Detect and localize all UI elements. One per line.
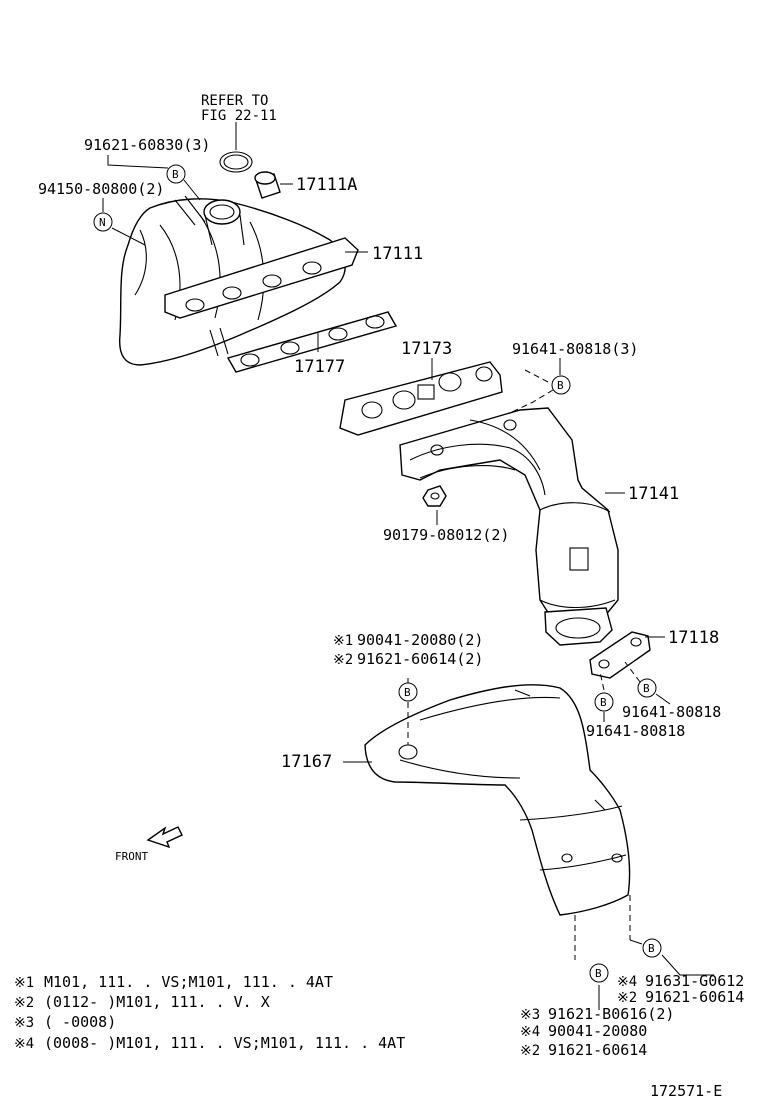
label-94150-80800: 94150-80800(2) bbox=[38, 180, 164, 198]
note-2-mark: ※2 bbox=[14, 995, 34, 1011]
gasket-17173 bbox=[339, 361, 503, 436]
mark-3-a: ※3 bbox=[520, 1007, 540, 1023]
label-17118: 17118 bbox=[668, 628, 719, 648]
label-91641-80818-a: 91641-80818 bbox=[622, 703, 721, 721]
svg-text:N: N bbox=[99, 216, 106, 229]
label-91621-60830: 91621-60830(3) bbox=[84, 136, 210, 154]
mark-4-a: ※4 bbox=[617, 974, 637, 990]
label-91621-60614-r2: 91621-60614 bbox=[548, 1041, 647, 1059]
svg-text:B: B bbox=[172, 168, 179, 181]
front-label: FRONT bbox=[115, 850, 148, 863]
circle-mark-b-6: B bbox=[642, 938, 662, 958]
label-90041-20080-2: 90041-20080(2) bbox=[357, 631, 483, 649]
svg-text:B: B bbox=[404, 686, 411, 699]
heat-insulator-17167 bbox=[364, 684, 631, 916]
manifold-converter-17141 bbox=[399, 407, 619, 646]
label-17173: 17173 bbox=[401, 339, 452, 359]
svg-text:B: B bbox=[643, 682, 650, 695]
mark-1-a: ※1 bbox=[333, 633, 353, 649]
gasket-ring bbox=[219, 151, 253, 173]
sleeve-17111A bbox=[254, 171, 281, 199]
svg-text:B: B bbox=[600, 696, 607, 709]
front-arrow-icon bbox=[146, 826, 183, 849]
circle-mark-b-3: B bbox=[398, 682, 418, 702]
refer-line-2: FIG 22-11 bbox=[201, 108, 277, 124]
label-17167: 17167 bbox=[281, 752, 332, 772]
circle-mark-b-2: B bbox=[551, 375, 571, 395]
label-91621-60614-r1: 91621-60614 bbox=[645, 988, 744, 1006]
label-17141: 17141 bbox=[628, 484, 679, 504]
mark-2-c: ※2 bbox=[520, 1043, 540, 1059]
label-91641-80818-b: 91641-80818 bbox=[586, 722, 685, 740]
figure-id: 172571-E bbox=[650, 1082, 722, 1100]
label-17177: 17177 bbox=[294, 357, 345, 377]
note-4-mark: ※4 bbox=[14, 1036, 34, 1052]
mark-2-a: ※2 bbox=[333, 652, 353, 668]
label-17111: 17111 bbox=[372, 244, 423, 264]
label-91641-80818-3: 91641-80818(3) bbox=[512, 340, 638, 358]
footnotes: ※1 M101, 111. . VS;M101, 111. . 4AT ※2 (… bbox=[14, 973, 405, 1052]
circle-mark-n: N bbox=[93, 212, 113, 232]
note-3-text: ( -0008) bbox=[44, 1013, 116, 1031]
circle-mark-b-7: B bbox=[589, 963, 609, 983]
label-90179-08012: 90179-08012(2) bbox=[383, 526, 509, 544]
gasket-17177 bbox=[226, 311, 398, 373]
circle-mark-b-4: B bbox=[637, 678, 657, 698]
circle-mark-b-1: B bbox=[166, 164, 186, 184]
note-4-text: (0008- )M101, 111. . VS;M101, 111. . 4AT bbox=[44, 1034, 405, 1052]
bracket-17118 bbox=[589, 631, 651, 679]
nut-90179 bbox=[422, 485, 447, 507]
label-91631-G0612: 91631-G0612 bbox=[645, 972, 744, 990]
leader-lines bbox=[102, 122, 714, 1010]
label-90041-20080-r: 90041-20080 bbox=[548, 1022, 647, 1040]
exhaust-manifold-17111 bbox=[118, 195, 359, 366]
note-1-mark: ※1 bbox=[14, 975, 34, 991]
label-91621-60614-2: 91621-60614(2) bbox=[357, 650, 483, 668]
note-1-text: M101, 111. . VS;M101, 111. . 4AT bbox=[44, 973, 333, 991]
mark-2-b: ※2 bbox=[617, 990, 637, 1006]
svg-text:B: B bbox=[595, 967, 602, 980]
svg-text:B: B bbox=[557, 379, 564, 392]
svg-text:B: B bbox=[648, 942, 655, 955]
label-91621-B0616: 91621-B0616(2) bbox=[548, 1005, 674, 1023]
label-17111A: 17111A bbox=[296, 175, 357, 195]
note-2-text: (0112- )M101, 111. . V. X bbox=[44, 993, 270, 1011]
circle-mark-b-5: B bbox=[594, 692, 614, 712]
mark-4-b: ※4 bbox=[520, 1024, 540, 1040]
refer-line-1: REFER TO bbox=[201, 93, 268, 109]
note-3-mark: ※3 bbox=[14, 1015, 34, 1031]
